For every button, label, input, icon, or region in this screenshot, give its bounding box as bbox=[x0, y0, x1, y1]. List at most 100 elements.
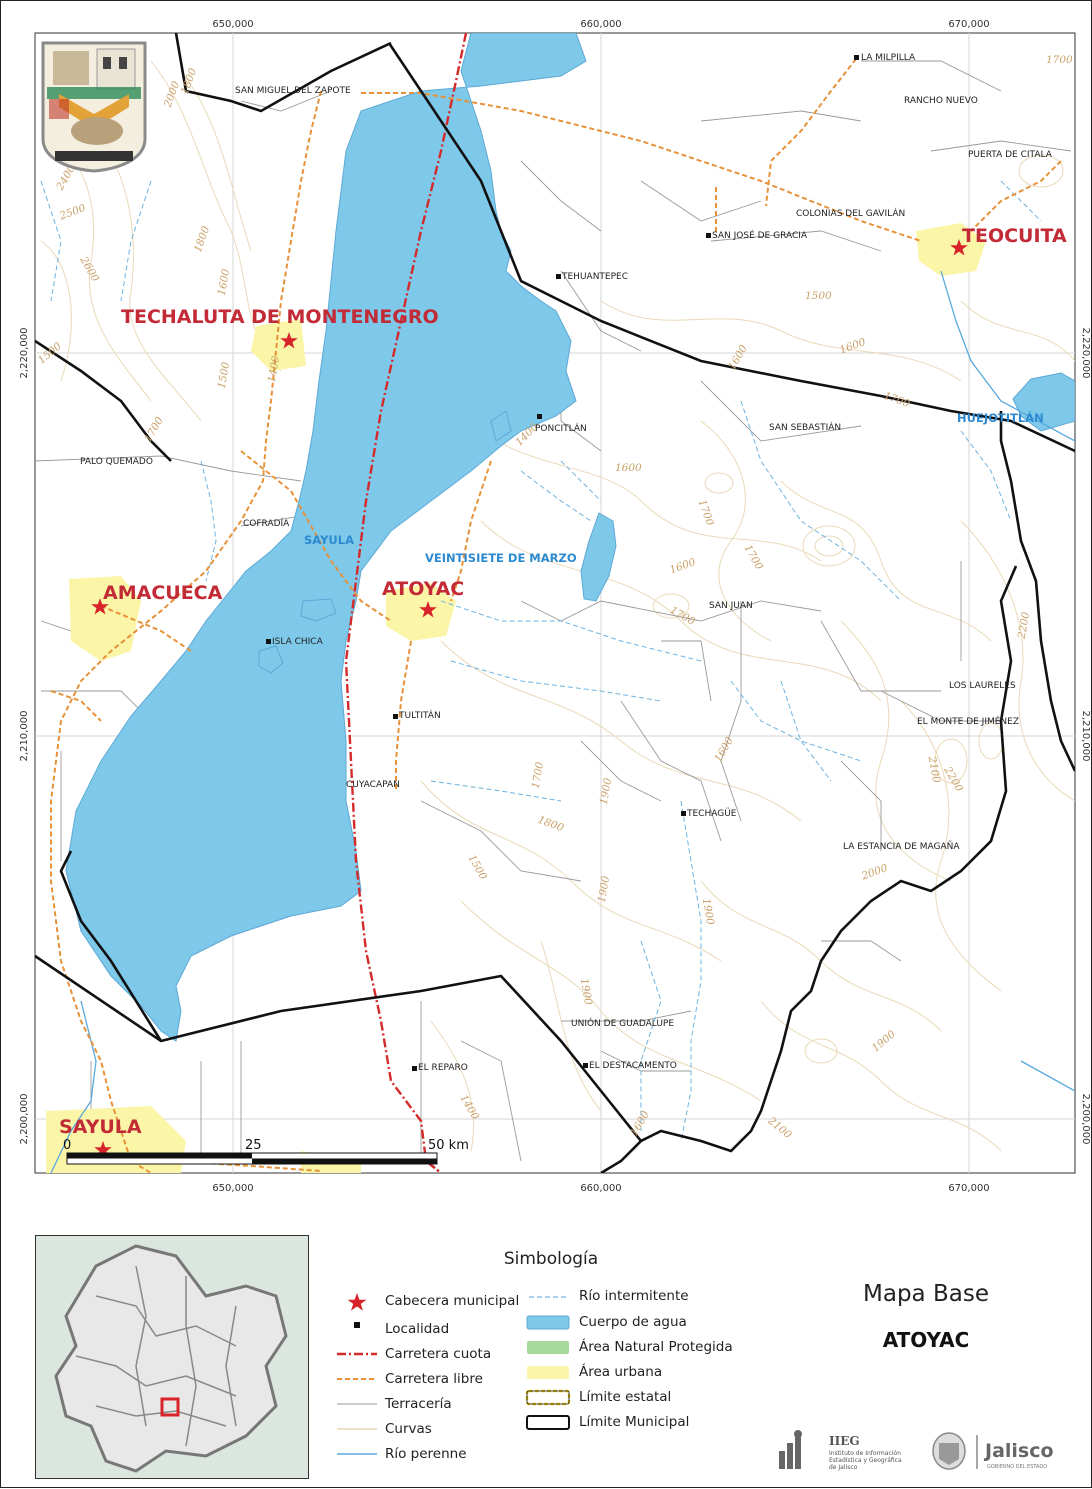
coordinate-ticks: 650,000 660,000 670,000 650,000 660,000 … bbox=[19, 19, 1091, 1194]
svg-text:660,000: 660,000 bbox=[580, 1183, 621, 1194]
legend-state-limit-icon bbox=[525, 1389, 571, 1406]
svg-text:650,000: 650,000 bbox=[212, 1183, 253, 1194]
localities: LA MILPILLA SAN MIGUEL DEL ZAPOTE RANCHO… bbox=[80, 53, 1053, 1073]
cabeceras: TECHALUTA DE MONTENEGRO TEOCUITA AMACUEC… bbox=[59, 225, 1067, 1158]
legend-item-urban-area: Área urbana bbox=[579, 1364, 663, 1380]
svg-text:660,000: 660,000 bbox=[580, 19, 621, 30]
legend-item-free-road: Carretera libre bbox=[385, 1371, 483, 1387]
svg-text:1700: 1700 bbox=[1046, 54, 1073, 66]
rivers-perennial bbox=[50, 270, 1075, 1173]
svg-text:ISLA CHICA: ISLA CHICA bbox=[272, 637, 324, 647]
svg-text:2,200,000: 2,200,000 bbox=[1080, 1094, 1091, 1145]
locality-marker bbox=[412, 1066, 417, 1071]
svg-text:2,220,000: 2,220,000 bbox=[1080, 328, 1091, 379]
legend-water-icon bbox=[526, 1315, 570, 1330]
free-roads bbox=[50, 58, 1062, 1173]
svg-text:HUEJOTITLÁN: HUEJOTITLÁN bbox=[957, 410, 1044, 425]
svg-text:GOBIERNO DEL ESTADO: GOBIERNO DEL ESTADO bbox=[987, 1464, 1047, 1470]
jalisco-state-outline bbox=[54, 1244, 288, 1473]
svg-text:0: 0 bbox=[63, 1138, 71, 1153]
svg-text:TULTITÁN: TULTITÁN bbox=[398, 709, 441, 721]
legend-item-water: Cuerpo de agua bbox=[579, 1314, 687, 1330]
terraceria-lines bbox=[35, 60, 1072, 1162]
legend-title: Simbología bbox=[503, 1249, 599, 1269]
svg-text:TECHAGÜE: TECHAGÜE bbox=[686, 808, 737, 819]
locality-marker bbox=[854, 55, 859, 60]
svg-text:COLONIAS DEL GAVILÁN: COLONIAS DEL GAVILÁN bbox=[796, 207, 905, 219]
svg-text:1600: 1600 bbox=[216, 268, 233, 297]
svg-text:25: 25 bbox=[245, 1138, 262, 1153]
svg-text:SAYULA: SAYULA bbox=[304, 533, 354, 547]
svg-text:LA ESTANCIA DE MAGAÑA: LA ESTANCIA DE MAGAÑA bbox=[843, 841, 960, 852]
svg-text:TEOCUITA: TEOCUITA bbox=[962, 225, 1067, 247]
svg-text:PUERTA DE CITALA: PUERTA DE CITALA bbox=[968, 150, 1053, 160]
cabecera-star-icon bbox=[94, 1141, 112, 1158]
svg-text:TECHALUTA DE MONTENEGRO: TECHALUTA DE MONTENEGRO bbox=[121, 306, 439, 328]
cabecera-star-icon bbox=[419, 601, 437, 618]
legend-localidad-icon bbox=[354, 1322, 360, 1328]
svg-text:PONCITLÁN: PONCITLÁN bbox=[535, 422, 587, 434]
svg-text:PALO QUEMADO: PALO QUEMADO bbox=[80, 457, 153, 467]
legend-item-cabecera: Cabecera municipal bbox=[385, 1293, 520, 1309]
inset-map-canvas bbox=[36, 1236, 308, 1478]
legend-item-localidad: Localidad bbox=[385, 1321, 450, 1337]
svg-text:LA MILPILLA: LA MILPILLA bbox=[861, 53, 916, 63]
locality-marker bbox=[583, 1063, 588, 1068]
svg-text:2,210,000: 2,210,000 bbox=[19, 711, 30, 762]
legend-protected-area-icon bbox=[527, 1341, 569, 1354]
svg-text:EL MONTE DE JIMÉNEZ: EL MONTE DE JIMÉNEZ bbox=[917, 715, 1019, 727]
legend-river-perennial-icon bbox=[337, 1453, 377, 1455]
legend-terraceria-icon bbox=[337, 1403, 377, 1405]
svg-text:Estadística y Geográfica: Estadística y Geográfica bbox=[829, 1457, 902, 1464]
legend-contour-icon bbox=[337, 1428, 377, 1430]
laguna-de-sayula bbox=[65, 33, 587, 1042]
svg-text:1900: 1900 bbox=[700, 897, 717, 926]
svg-text:1500: 1500 bbox=[805, 290, 832, 302]
cabecera-star-icon bbox=[91, 598, 109, 615]
map-title: Mapa Base bbox=[863, 1281, 989, 1307]
contour-lines bbox=[40, 60, 1075, 1152]
rivers-intermittent bbox=[40, 180, 1042, 1142]
cabecera-star-icon bbox=[950, 239, 968, 256]
svg-text:SAN JUAN: SAN JUAN bbox=[709, 601, 753, 611]
svg-text:ATOYAC: ATOYAC bbox=[382, 578, 464, 600]
locality-marker bbox=[556, 274, 561, 279]
municipal-emblem bbox=[41, 41, 147, 173]
legend-item-state-limit: Límite estatal bbox=[579, 1389, 672, 1405]
svg-text:1900: 1900 bbox=[596, 875, 613, 904]
svg-text:SAYULA: SAYULA bbox=[59, 1116, 142, 1138]
svg-text:670,000: 670,000 bbox=[948, 1183, 989, 1194]
presa-veintisiete-de-marzo bbox=[580, 512, 617, 602]
svg-text:1400: 1400 bbox=[266, 355, 283, 384]
svg-text:2,210,000: 2,210,000 bbox=[1080, 711, 1091, 762]
legend-item-river-perennial: Río perenne bbox=[385, 1446, 467, 1462]
svg-text:SAN MIGUEL DEL ZAPOTE: SAN MIGUEL DEL ZAPOTE bbox=[235, 86, 351, 96]
legend-item-terraceria: Terracería bbox=[385, 1396, 452, 1412]
water-labels: SAYULA VEINTISIETE DE MARZO HUEJOTITLÁN bbox=[304, 410, 1044, 565]
svg-text:EL DESTACAMENTO: EL DESTACAMENTO bbox=[589, 1061, 677, 1071]
legend-river-intermittent-icon bbox=[529, 1296, 569, 1298]
legend-item-toll-road: Carretera cuota bbox=[385, 1346, 492, 1362]
legend-cabecera-icon bbox=[347, 1293, 367, 1311]
inset-locator-map bbox=[35, 1235, 309, 1479]
locality-marker bbox=[706, 233, 711, 238]
legend-toll-road-icon bbox=[337, 1352, 377, 1356]
legend-urban-area-icon bbox=[527, 1366, 569, 1379]
svg-text:1900: 1900 bbox=[578, 977, 595, 1006]
svg-text:2100: 2100 bbox=[926, 754, 943, 784]
scale-bar: 0 25 50 km bbox=[63, 1138, 469, 1165]
svg-text:2200: 2200 bbox=[1016, 611, 1033, 641]
svg-text:CUYACAPAN: CUYACAPAN bbox=[346, 780, 400, 790]
inset-location-marker bbox=[160, 1397, 180, 1417]
svg-text:2,200,000: 2,200,000 bbox=[19, 1094, 30, 1145]
map-area bbox=[34, 32, 1076, 1174]
legend-item-river-intermittent: Río intermitente bbox=[579, 1288, 689, 1304]
legend-free-road-icon bbox=[337, 1378, 377, 1380]
map-subtitle: ATOYAC bbox=[882, 1328, 970, 1352]
jalisco-logo: Jalisco GOBIERNO DEL ESTADO bbox=[932, 1432, 1054, 1470]
svg-text:LOS LAURELES: LOS LAURELES bbox=[949, 681, 1016, 691]
locality-marker bbox=[266, 639, 271, 644]
municipal-boundaries bbox=[35, 33, 1075, 1173]
svg-text:SAN SEBASTIÁN: SAN SEBASTIÁN bbox=[769, 421, 841, 433]
